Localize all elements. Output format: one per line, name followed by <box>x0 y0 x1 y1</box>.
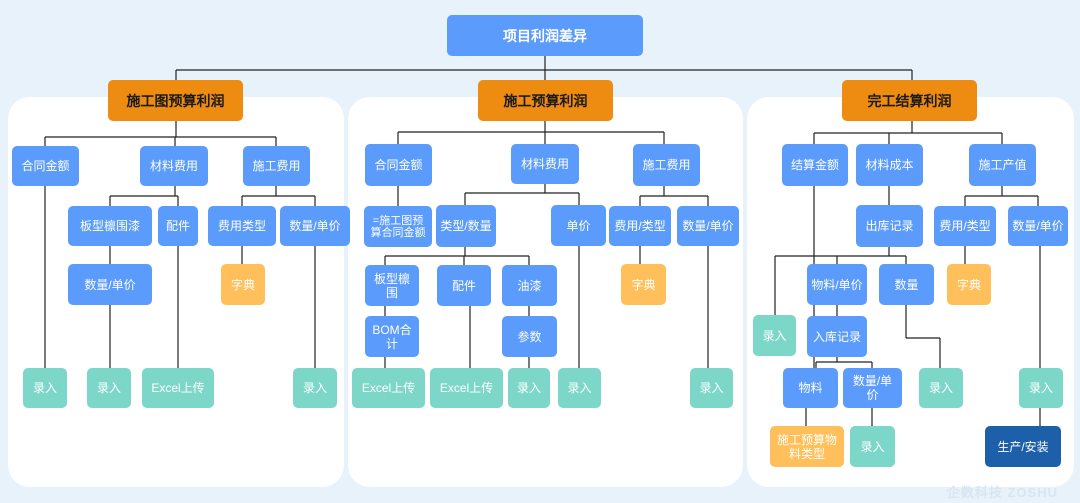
node-construction-cost: 施工费用 <box>243 146 310 186</box>
node-production-install: 生产/安装 <box>985 426 1061 467</box>
node-dictionary: 字典 <box>621 264 666 305</box>
node-unit-price: 单价 <box>551 205 606 246</box>
node-qty: 数量 <box>879 264 934 305</box>
node-material: 物料 <box>783 368 838 408</box>
node-inbound-record: 入库记录 <box>807 316 867 357</box>
node-eq-contract: =施工图预算合同金额 <box>364 206 432 247</box>
node-material-price: 物料/单价 <box>807 264 867 305</box>
node-excel-upload: Excel上传 <box>142 368 214 408</box>
watermark-text: 企数科技 ZOSHU <box>946 485 1058 500</box>
node-excel-upload: Excel上传 <box>352 368 425 408</box>
node-entry: 录入 <box>1019 368 1063 408</box>
node-material-cost: 材料成本 <box>856 144 923 186</box>
node-entry: 录入 <box>508 368 550 408</box>
node-fee-type: 费用/类型 <box>609 206 671 246</box>
node-settlement-amount: 结算金额 <box>782 144 848 186</box>
node-entry: 录入 <box>753 315 796 356</box>
root-node: 项目利润差异 <box>447 15 643 56</box>
node-type-qty: 类型/数量 <box>436 205 496 247</box>
node-params: 参数 <box>502 316 557 357</box>
section-title-completion-settlement: 完工结算利润 <box>842 80 977 121</box>
node-entry: 录入 <box>87 368 131 408</box>
node-entry: 录入 <box>690 368 733 408</box>
node-entry: 录入 <box>558 368 601 408</box>
node-board-type: 板型檩围漆 <box>68 206 152 246</box>
node-accessories: 配件 <box>158 206 198 246</box>
node-entry: 录入 <box>293 368 337 408</box>
node-material-cost: 材料费用 <box>511 144 579 184</box>
node-construction-output: 施工产值 <box>969 144 1036 186</box>
node-qty-price: 数量/单价 <box>843 368 902 408</box>
node-outbound-record: 出库记录 <box>856 205 923 247</box>
node-entry: 录入 <box>919 368 963 408</box>
node-fee-type: 费用/类型 <box>934 206 996 246</box>
node-qty-price: 数量/单价 <box>1008 206 1068 246</box>
node-qty-price: 数量/单价 <box>280 206 350 246</box>
node-fee-type: 费用类型 <box>208 206 276 246</box>
section-title-construction-drawing: 施工图预算利润 <box>108 80 243 121</box>
node-material-cost: 材料费用 <box>140 146 208 186</box>
node-dictionary: 字典 <box>947 264 991 305</box>
node-entry: 录入 <box>850 426 895 467</box>
node-dictionary: 字典 <box>221 264 265 305</box>
node-excel-upload: Excel上传 <box>430 368 503 408</box>
node-qty-price: 数量/单价 <box>68 264 152 305</box>
node-paint: 油漆 <box>502 265 557 306</box>
node-board: 板型檩围 <box>365 265 419 306</box>
node-qty-price: 数量/单价 <box>677 206 739 246</box>
node-construction-cost: 施工费用 <box>633 144 700 186</box>
node-accessories: 配件 <box>437 265 491 306</box>
node-entry: 录入 <box>23 368 67 408</box>
node-contract-amount: 合同金额 <box>365 144 432 186</box>
node-construction-material-type: 施工预算物料类型 <box>770 426 844 467</box>
node-bom-total: BOM合计 <box>365 316 419 357</box>
node-contract-amount: 合同金额 <box>12 146 79 186</box>
section-title-construction-budget: 施工预算利润 <box>478 80 613 121</box>
